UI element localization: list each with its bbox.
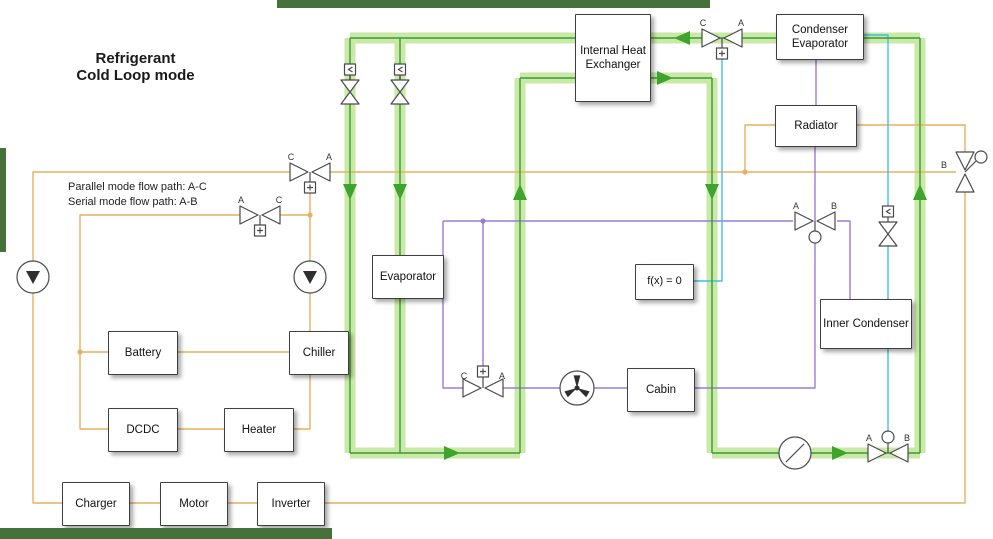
block-label: Radiator [794,119,838,132]
air-line[interactable] [442,221,463,389]
valve-port-label: A [499,371,505,381]
valve-port-label: C [700,18,707,28]
viewport-edge-marker-left [0,148,6,252]
block-label: Cabin [645,383,677,396]
expansion-valve-icon[interactable] [878,205,898,247]
three-way-valve-cabin-air[interactable]: C A [461,365,505,398]
block-solver[interactable]: f(x) = 0 [635,264,694,300]
annotation-line2: Serial mode flow path: A-B [68,196,198,208]
valve-port-label: B [831,201,837,211]
valve-port-label: C [276,195,283,205]
model-title[interactable]: Refrigerant Cold Loop mode [38,50,233,84]
control-line[interactable] [692,59,723,282]
flow-arrow-right [444,446,460,460]
valve-port-label: A [866,433,872,443]
valve-port-label: B [941,160,947,170]
coolant-lines[interactable] [32,124,966,504]
block-evaporator[interactable]: Evaporator [372,255,444,299]
coolant-line[interactable] [744,124,775,172]
valve-port-label: C [288,152,295,162]
viewport-edge-marker-bottom [0,528,332,539]
block-battery[interactable]: Battery [108,331,178,375]
fan-icon[interactable] [559,370,595,406]
model-title-line2: Cold Loop mode [76,67,195,84]
flow-arrow-right [832,446,848,460]
three-way-valve-coolant-right[interactable]: B [941,150,988,193]
expansion-valve-icon[interactable] [340,63,360,105]
valve-port-label: A [238,195,244,205]
compressor-icon[interactable] [778,436,812,470]
flow-arrow-down [393,184,407,200]
viewport-edge-marker-top [277,0,710,8]
block-label: Battery [124,346,162,359]
coolant-line[interactable] [79,214,240,430]
control-line[interactable] [862,34,889,206]
three-way-valve-refrigerant-mode[interactable]: C A [700,18,744,60]
block-cabin[interactable]: Cabin [627,368,695,412]
junction-dot [480,218,486,224]
model-title-line1: Refrigerant [95,50,176,67]
flow-arrow-left [674,31,690,45]
valve-port-label: C [461,371,468,381]
block-label: Inner Condenser [823,317,909,330]
junction-dot [307,212,313,218]
block-label: Heater [241,423,277,436]
coolant-line[interactable] [32,171,290,261]
block-inverter[interactable]: Inverter [257,482,325,526]
block-label: Internal Heat Exchanger [580,44,646,71]
block-heater[interactable]: Heater [224,408,294,452]
valve-port-label: A [326,152,332,162]
block-charger[interactable]: Charger [62,482,130,526]
pump-icon[interactable] [16,260,50,294]
block-label: Chiller [302,346,336,359]
valve-port-label: B [904,433,910,443]
control-lines[interactable] [692,34,889,431]
junction-dot [77,349,83,355]
coolant-line[interactable] [323,192,966,504]
block-radiator[interactable]: Radiator [775,105,857,147]
three-way-valve-compressor-outlet[interactable]: A B [866,430,910,463]
coolant-line[interactable] [32,293,62,504]
block-motor[interactable]: Motor [160,482,228,526]
block-condenser-evaporator[interactable]: Condenser Evaporator [776,14,864,60]
flow-arrow-down [705,184,719,200]
air-line[interactable] [837,220,851,299]
three-way-valve-coolant-upper[interactable]: C A [288,152,332,194]
pump-icon[interactable] [293,260,327,294]
three-way-valve-coolant-lower[interactable]: A C [238,195,283,237]
flow-arrow-down [343,184,357,200]
annotation-line1: Parallel mode flow path: A-C [68,181,207,193]
flow-arrow-up [913,184,927,200]
flow-arrow-right [657,71,673,85]
expansion-valve-icon[interactable] [390,63,410,105]
valve-port-label: A [793,201,799,211]
coolant-line[interactable] [292,373,311,430]
block-chiller[interactable]: Chiller [289,331,349,375]
flow-arrow-up [513,184,527,200]
flow-path-annotation[interactable]: Parallel mode flow path: A-C Serial mode… [68,180,207,210]
air-line[interactable] [693,243,816,389]
coolant-line[interactable] [855,124,966,152]
block-label: Inverter [271,497,311,510]
block-dcdc[interactable]: DCDC [108,408,178,452]
block-label: f(x) = 0 [647,275,682,288]
flow-arrows [343,31,927,460]
block-label: Charger [75,497,117,510]
block-label: Motor [179,497,209,510]
block-label: Evaporator [379,270,437,283]
block-internal-heat-exchanger[interactable]: Internal Heat Exchanger [575,14,651,102]
block-label: DCDC [126,423,160,436]
valve-port-label: A [738,18,744,28]
block-label: Condenser Evaporator [791,23,849,50]
block-inner-condenser[interactable]: Inner Condenser [820,299,912,349]
three-way-valve-heat-pump[interactable]: A B [793,201,837,244]
junction-dot [742,169,748,175]
